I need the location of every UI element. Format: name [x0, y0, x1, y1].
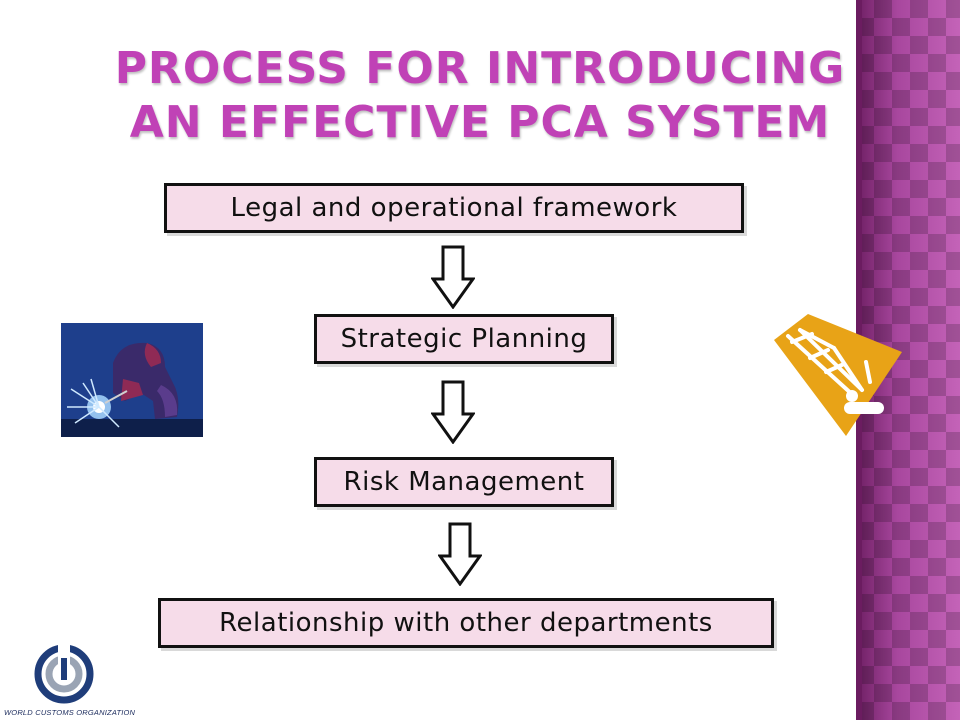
wco-logo — [34, 644, 94, 704]
welder-image — [61, 323, 203, 437]
crane-image — [774, 314, 902, 436]
step-label: Risk Management — [343, 467, 585, 497]
step-box-legal-framework: Legal and operational framework — [164, 183, 744, 233]
slide-title: Process for introducing an effective PCA… — [114, 43, 846, 148]
step-label: Strategic Planning — [340, 324, 588, 354]
step-label: Relationship with other departments — [219, 608, 713, 638]
step-box-strategic-planning: Strategic Planning — [314, 314, 614, 364]
down-arrow-icon — [431, 245, 475, 309]
logo-caption: WORLD CUSTOMS ORGANIZATION — [4, 708, 136, 717]
down-arrow-icon — [438, 522, 482, 586]
step-box-relationship-departments: Relationship with other departments — [158, 598, 774, 648]
down-arrow-icon — [431, 380, 475, 444]
decorative-side-band — [856, 0, 960, 720]
step-label: Legal and operational framework — [230, 193, 678, 223]
step-box-risk-management: Risk Management — [314, 457, 614, 507]
